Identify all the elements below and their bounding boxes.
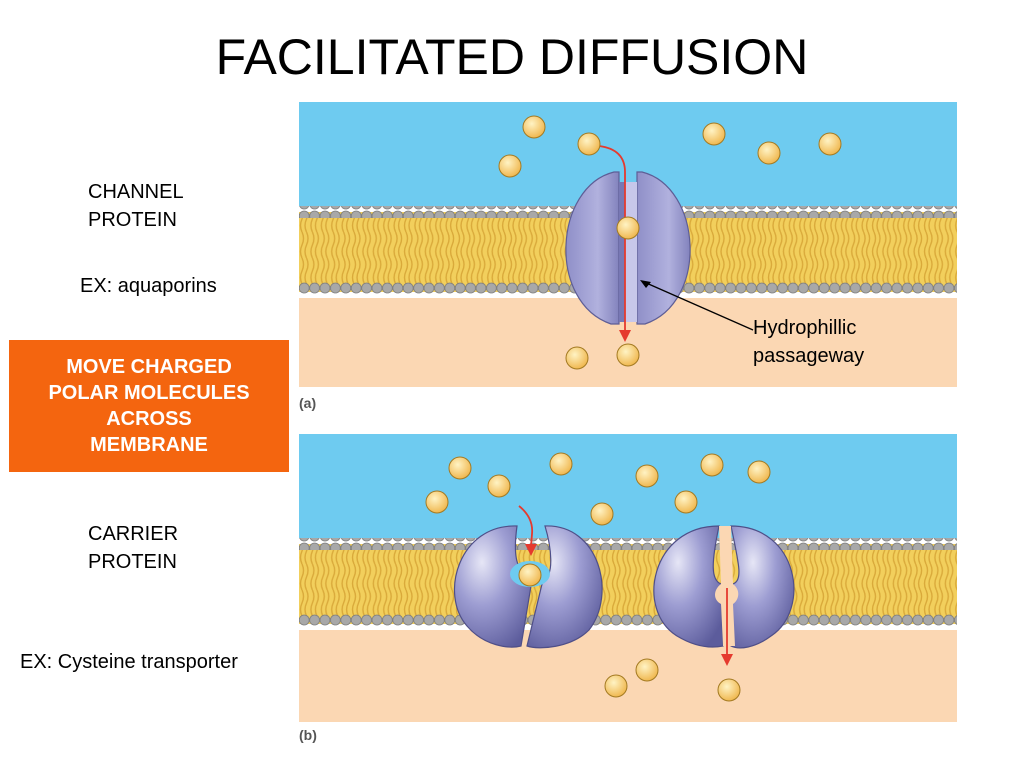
solutes-b <box>425 452 771 702</box>
channel-heading-line1: CHANNEL <box>88 181 184 203</box>
passageway-label-line1: Hydrophillic <box>753 317 857 339</box>
membrane-heads-bottom-b <box>299 614 957 626</box>
passageway-pointer <box>640 280 754 331</box>
passageway-label: Hydrophillic passageway <box>753 314 864 370</box>
panel-b-label: (b) <box>299 727 317 743</box>
carrier-protein-open-outside <box>453 525 603 649</box>
callout-box: MOVE CHARGED POLAR MOLECULES ACROSS MEMB… <box>9 340 289 472</box>
solutes-a <box>498 115 842 370</box>
channel-heading-line2: PROTEIN <box>88 209 177 231</box>
carrier-arrows <box>518 505 733 666</box>
callout-line2: POLAR MOLECULES <box>48 382 250 404</box>
channel-arrow <box>598 145 631 342</box>
carrier-heading-line1: CARRIER <box>88 523 179 545</box>
carrier-protein-open-inside <box>653 525 795 649</box>
panel-b-carrier-diagram: (b) <box>299 434 957 752</box>
carrier-protein-heading: CARRIER PROTEIN <box>88 520 178 576</box>
channel-example: EX: aquaporins <box>80 275 217 297</box>
channel-protein-heading: CHANNEL PROTEIN <box>88 178 184 234</box>
page-title: FACILITATED DIFFUSION <box>215 29 809 85</box>
callout-line1: MOVE CHARGED <box>66 356 232 378</box>
carrier-example: EX: Cysteine transporter <box>20 651 238 673</box>
membrane-heads-top-b <box>299 538 957 550</box>
cytoplasm-region-b <box>299 630 957 722</box>
panel-a-channel-diagram: (a) Hydrophillic passageway <box>299 102 957 417</box>
channel-protein <box>565 171 691 325</box>
extracellular-region-b <box>299 434 957 538</box>
callout-line4: MEMBRANE <box>90 434 208 456</box>
passageway-label-line2: passageway <box>753 345 865 367</box>
panel-a-label: (a) <box>299 395 316 411</box>
callout-line3: ACROSS <box>106 408 192 430</box>
carrier-heading-line2: PROTEIN <box>88 551 177 573</box>
